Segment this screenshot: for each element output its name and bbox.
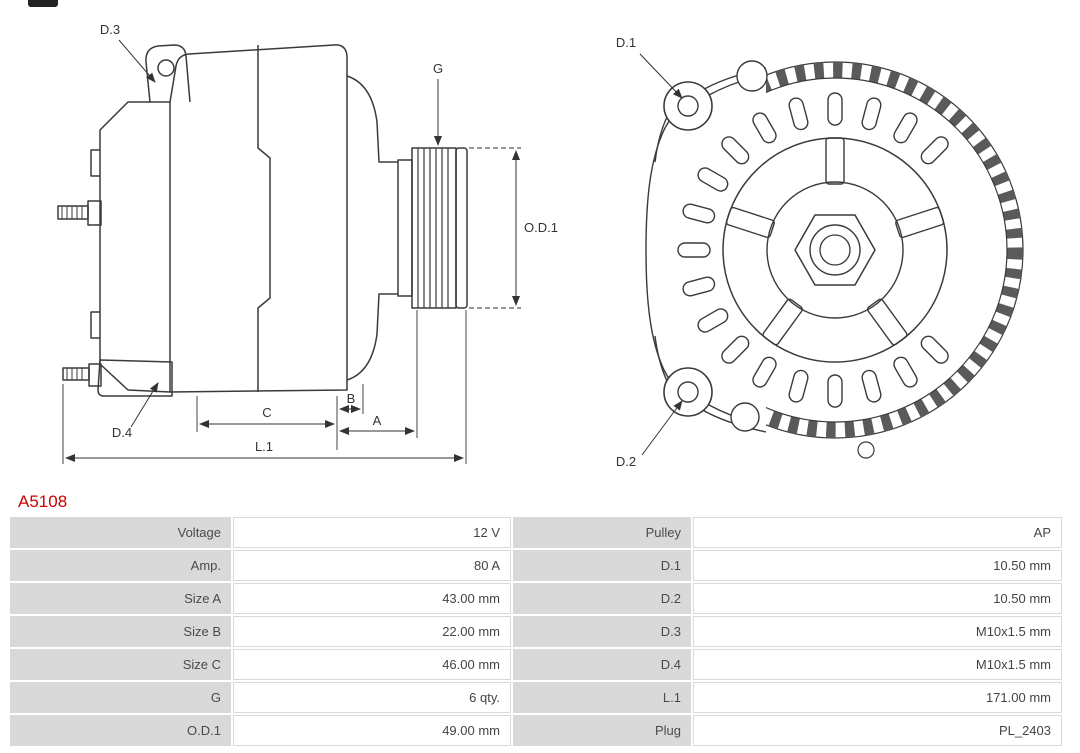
spec-value-od1: 49.00 mm (233, 715, 511, 746)
spec-label-size-a: Size A (10, 583, 231, 614)
spec-table: Voltage 12 V Pulley AP Amp. 80 A D.1 10.… (10, 517, 1062, 746)
label-d4: D.4 (112, 425, 132, 440)
label-c: C (262, 405, 271, 420)
alternator-drawing-svg: D.3 D.4 G O.D.1 C B A L.1 (57, 22, 1024, 469)
spec-label-plug: Plug (513, 715, 691, 746)
spec-value-size-a: 43.00 mm (233, 583, 511, 614)
label-l1: L.1 (255, 439, 273, 454)
label-a: A (373, 413, 382, 428)
spec-label-voltage: Voltage (10, 517, 231, 548)
side-view (57, 44, 468, 397)
spec-value-size-b: 22.00 mm (233, 616, 511, 647)
spec-value-voltage: 12 V (233, 517, 511, 548)
side-view-dimensions (62, 39, 521, 464)
spec-label-od1: O.D.1 (10, 715, 231, 746)
spec-value-pulley: AP (693, 517, 1062, 548)
label-g: G (433, 61, 443, 76)
label-b: B (347, 391, 356, 406)
spec-label-size-b: Size B (10, 616, 231, 647)
spec-value-d2: 10.50 mm (693, 583, 1062, 614)
logo-fragment (28, 0, 58, 7)
spec-label-d1: D.1 (513, 550, 691, 581)
spec-value-amp: 80 A (233, 550, 511, 581)
spec-label-amp: Amp. (10, 550, 231, 581)
label-d3: D.3 (100, 22, 120, 37)
side-view-labels: D.3 D.4 G O.D.1 C B A L.1 (100, 22, 558, 454)
spec-value-size-c: 46.00 mm (233, 649, 511, 680)
spec-value-l1: 171.00 mm (693, 682, 1062, 713)
spec-label-l1: L.1 (513, 682, 691, 713)
label-d2: D.2 (616, 454, 636, 469)
spec-value-plug: PL_2403 (693, 715, 1062, 746)
spec-label-pulley: Pulley (513, 517, 691, 548)
spec-label-size-c: Size C (10, 649, 231, 680)
spec-value-d1: 10.50 mm (693, 550, 1062, 581)
spec-label-d4: D.4 (513, 649, 691, 680)
label-d1: D.1 (616, 35, 636, 50)
technical-drawing: D.3 D.4 G O.D.1 C B A L.1 (57, 22, 1024, 469)
spec-label-d3: D.3 (513, 616, 691, 647)
spec-value-g: 6 qty. (233, 682, 511, 713)
spec-label-d2: D.2 (513, 583, 691, 614)
spec-value-d3: M10x1.5 mm (693, 616, 1062, 647)
spec-label-g: G (10, 682, 231, 713)
part-number: A5108 (18, 492, 68, 511)
spec-value-d4: M10x1.5 mm (693, 649, 1062, 680)
rear-view-labels: D.1 D.2 (616, 35, 636, 469)
label-od1: O.D.1 (524, 220, 558, 235)
rear-view-dimensions (639, 53, 683, 456)
rear-view (645, 60, 1024, 459)
